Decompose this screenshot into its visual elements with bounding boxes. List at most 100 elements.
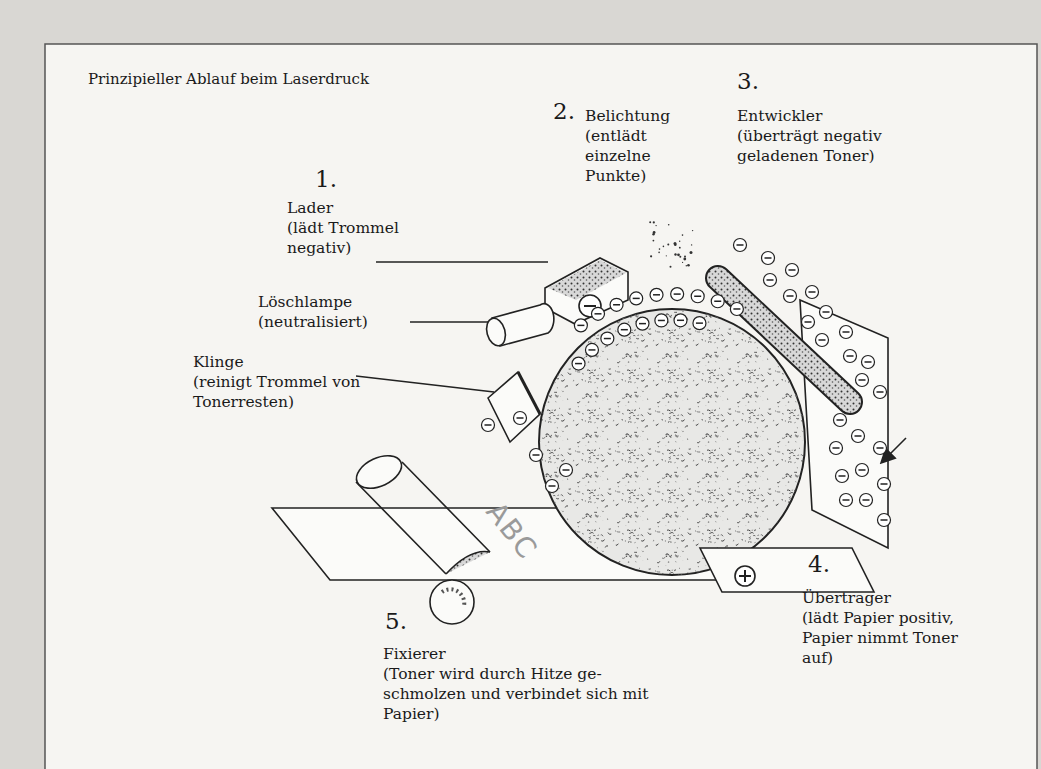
charge-minus-bar [517, 417, 524, 419]
charge-minus-bar [865, 361, 872, 363]
charge-minus-bar [674, 293, 681, 295]
charge-minus [572, 357, 585, 370]
charge-plus-cross [739, 570, 751, 582]
charge-minus [674, 314, 687, 327]
laser-dot [679, 247, 681, 249]
charge-minus-bar [859, 379, 866, 381]
charge-minus-bar [575, 363, 582, 365]
charge-minus [820, 306, 833, 319]
part-name: Belichtung [585, 106, 677, 126]
charge-minus [671, 288, 684, 301]
charge-minus-bar [694, 295, 701, 297]
laser-dot [655, 225, 656, 226]
callout-number: 2. [553, 98, 575, 124]
charge-minus [862, 356, 875, 369]
laser-dot [683, 258, 686, 261]
part-description: (reinigt Trommel von Tonerresten) [193, 372, 363, 412]
panel [45, 44, 1037, 769]
charge-minus-bar [677, 320, 684, 322]
charge-minus-bar [604, 338, 611, 340]
laser-dot [674, 253, 676, 255]
charge-minus [830, 442, 843, 455]
laser-dot [684, 255, 686, 257]
drum [539, 309, 805, 575]
charge-minus-bar [765, 257, 772, 259]
charger-top [548, 260, 626, 300]
charge-minus-bar [819, 339, 826, 341]
leader-line [410, 321, 488, 322]
charge-minus [691, 290, 704, 303]
cleaning-blade [488, 372, 540, 442]
charge-minus-bar [588, 349, 595, 351]
developer-roller-outline [718, 278, 850, 402]
charge-minus-bar [833, 447, 840, 449]
charge-minus [802, 316, 815, 329]
charge-minus-bar [877, 447, 884, 449]
laser-dot [690, 251, 693, 254]
charge-minus [806, 286, 819, 299]
charge-minus-bar [633, 298, 640, 300]
charge-minus-bar [653, 294, 660, 296]
laser-dot [677, 253, 680, 256]
charge-minus [630, 292, 643, 305]
laser-dot [679, 241, 680, 242]
laser-dot [666, 255, 667, 256]
charge-minus-bar [881, 483, 888, 485]
part-description: (lädt Papier positiv, Papier nimmt Toner… [802, 608, 960, 668]
charge-minus-bar [855, 435, 862, 437]
charge-minus-bar [787, 295, 794, 297]
fuser-roller-top-end [351, 449, 406, 495]
charge-minus-bar [809, 291, 816, 293]
charge-minus-bar [584, 305, 596, 307]
charge-minus-bar [839, 475, 846, 477]
charge-minus [762, 252, 775, 265]
laser-dot [650, 255, 652, 257]
charge-minus [874, 386, 887, 399]
part-name: Lader [287, 198, 417, 218]
charge-minus [852, 430, 865, 443]
charge-minus-bar [843, 499, 850, 501]
charge-minus [585, 343, 598, 356]
charge-minus-bar [843, 331, 850, 333]
laser-dot [649, 221, 651, 223]
charge-minus [514, 412, 527, 425]
leader-line [376, 261, 548, 262]
charge-minus [546, 480, 559, 493]
laser-dot [686, 265, 687, 266]
charge-minus-bar [767, 279, 774, 281]
part-name: Löschlampe [258, 292, 418, 312]
part-description: (Toner wird durch Hitze ge- schmolzen un… [383, 664, 683, 724]
charges [482, 239, 891, 527]
charge-minus [734, 239, 747, 252]
laser-dot [667, 243, 669, 245]
charge-minus [482, 419, 495, 432]
laser-dots [649, 221, 693, 267]
charge-minus [530, 449, 543, 462]
charge-minus-bar [577, 325, 584, 327]
charger [545, 258, 628, 324]
part-description: (überträgt negativ geladenen Toner) [737, 126, 915, 166]
laser-dot [653, 231, 656, 234]
part-description: (entlädt einzelne Punkte) [585, 126, 677, 186]
charge-minus [878, 478, 891, 491]
laser-dot [658, 252, 660, 254]
erase-lamp-end [484, 316, 509, 348]
charge-minus [730, 302, 743, 315]
callout-number: 3. [737, 68, 759, 94]
diagram-title: Prinzipieller Ablauf beim Laserdruck [88, 70, 369, 88]
laser-dot [663, 246, 665, 248]
charge-minus [836, 470, 849, 483]
charge-minus [816, 334, 829, 347]
part-description: (lädt Trommel negativ) [287, 218, 417, 258]
charge-minus-bar [837, 419, 844, 421]
charge-minus-bar [595, 313, 602, 315]
laser-dot [682, 234, 684, 236]
charge-minus [636, 317, 649, 330]
charge-minus [874, 442, 887, 455]
developer-roller [718, 278, 850, 402]
charge-minus [610, 298, 623, 311]
laser-dot [659, 248, 661, 250]
charge-minus-bar [613, 304, 620, 306]
charge-minus-bar [863, 499, 870, 501]
